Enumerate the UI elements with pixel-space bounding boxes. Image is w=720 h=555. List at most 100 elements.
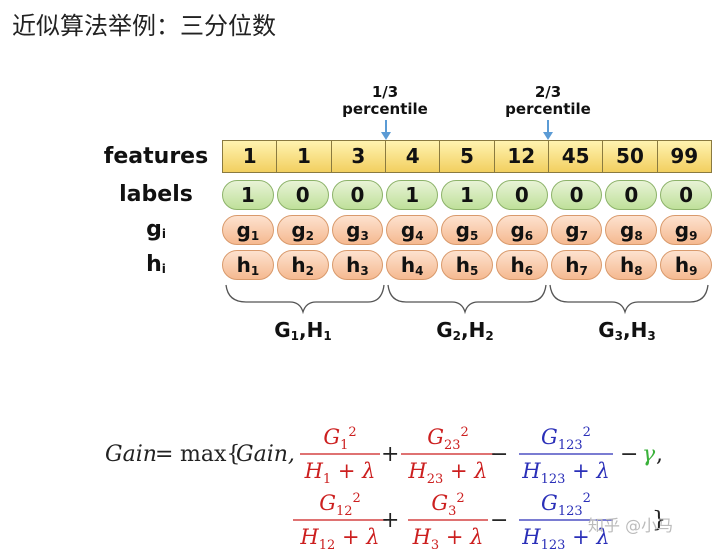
minus-sign: − [620,442,638,467]
comma: , [656,442,663,467]
feature-cell: 4 [386,141,441,172]
g-pill-letter: g [510,218,525,242]
equals-sign: = [155,442,173,467]
row-label-g: gi [100,216,212,248]
group-g-sub: 3 [614,329,624,343]
g-pill-index: 8 [634,229,643,243]
g-pill-letter: g [455,218,470,242]
h-pill-index: 5 [469,264,479,278]
gain-word: Gain, [236,442,295,467]
page-title: 近似算法举例：三分位数 [12,12,276,40]
group-g: G [598,318,615,342]
labels-row: 1 0 0 1 1 0 0 0 0 [222,180,713,210]
group-g: G [274,318,291,342]
h-pill-index: 9 [689,264,698,278]
feature-cell: 12 [495,141,549,172]
row-label-g-sub: i [161,227,166,241]
percentile-1-3-arrow-shaft [385,120,387,134]
label-pill: 1 [222,180,274,210]
h-pill-index: 8 [634,264,643,278]
brace-group-3 [549,284,709,315]
row-label-labels: labels [119,182,193,207]
group-label-1: G1,H1 [243,318,363,343]
feature-cell: 45 [549,141,604,172]
g-pill-letter: g [620,218,635,242]
feature-cell: 50 [603,141,658,172]
feature-cell: 1 [223,141,278,172]
g-pill: g5 [441,215,493,245]
group-h: H [306,318,324,342]
h-pill: h2 [276,250,329,280]
minus-sign: − [490,508,508,533]
g-pill-index: 5 [470,229,479,243]
h-pill-index: 6 [524,264,534,278]
g-pill-letter: g [291,218,306,242]
plus-sign: + [381,442,399,467]
h-pill: h1 [222,250,274,280]
h-pill-index: 3 [360,264,369,278]
group-h-sub: 3 [647,329,656,343]
g-pill-letter: g [565,218,580,242]
g-pill-letter: g [674,218,690,242]
feature-cell: 3 [332,141,386,172]
g-pill: g4 [386,215,439,245]
fraction-numerator: G1232 [541,491,591,519]
h-pill-letter: h [346,253,361,277]
features-row: 1 1 3 4 5 12 45 50 99 [222,140,712,173]
fraction-denominator: H12 + λ [299,525,379,553]
h-pill-index: 7 [579,264,588,278]
group-g-sub: 2 [452,329,462,343]
label-pill: 0 [331,180,384,210]
fraction-denominator: H123 + λ [521,459,609,487]
percentile-2-3-arrow-shaft [547,120,549,134]
group-h-sub: 2 [485,329,494,343]
group-h-sub: 1 [323,329,332,343]
minus-sign: − [490,442,508,467]
g-pill-letter: g [400,218,416,242]
percentile-fraction: 1/3 [371,83,399,101]
h-pill-letter: h [565,253,580,277]
g-pill: g6 [495,215,548,245]
g-pill: g1 [222,215,274,245]
label-pill: 1 [386,180,439,210]
label-pill: 0 [276,180,329,210]
row-label-features: features [103,144,209,169]
feature-cell: 5 [440,141,495,172]
h-pill: h6 [495,250,548,280]
h-pill-index: 1 [250,264,260,278]
h-pill-letter: h [620,253,635,277]
h-pill-index: 2 [305,264,314,278]
g-pill-index: 2 [305,229,315,243]
row-label-h: hi [100,251,212,283]
fraction-numerator: G232 [427,425,469,453]
h-pill-letter: h [291,253,306,277]
percentile-word: percentile [505,100,591,118]
percentile-1-3-label: 1/3 percentile [335,84,435,118]
row-label-h-sub: i [161,262,166,276]
percentile-fraction: 2/3 [534,83,562,101]
group-g: G [436,318,453,342]
g-pill: g7 [550,215,603,245]
group-label-3: G3,H3 [567,318,687,343]
g-pill-letter: g [346,218,361,242]
max-close: } [652,508,666,533]
h-pill-letter: h [400,253,416,277]
h-pill: h3 [331,250,384,280]
h-pill-letter: h [674,253,690,277]
fraction-numerator: G12 [323,425,356,453]
h-pill: h9 [660,250,713,280]
h-pill: h5 [441,250,493,280]
g-pill-index: 4 [415,229,424,243]
percentile-2-3-label: 2/3 percentile [498,84,598,118]
h-pill-letter: h [455,253,470,277]
g-pill: g8 [605,215,658,245]
label-pill: 1 [441,180,493,210]
percentile-2-3-arrow-head [543,132,553,140]
h-pill: h4 [386,250,439,280]
g-pill-letter: g [236,218,251,242]
group-h: H [468,318,486,342]
feature-cell: 1 [277,141,332,172]
g-pill: g2 [276,215,329,245]
